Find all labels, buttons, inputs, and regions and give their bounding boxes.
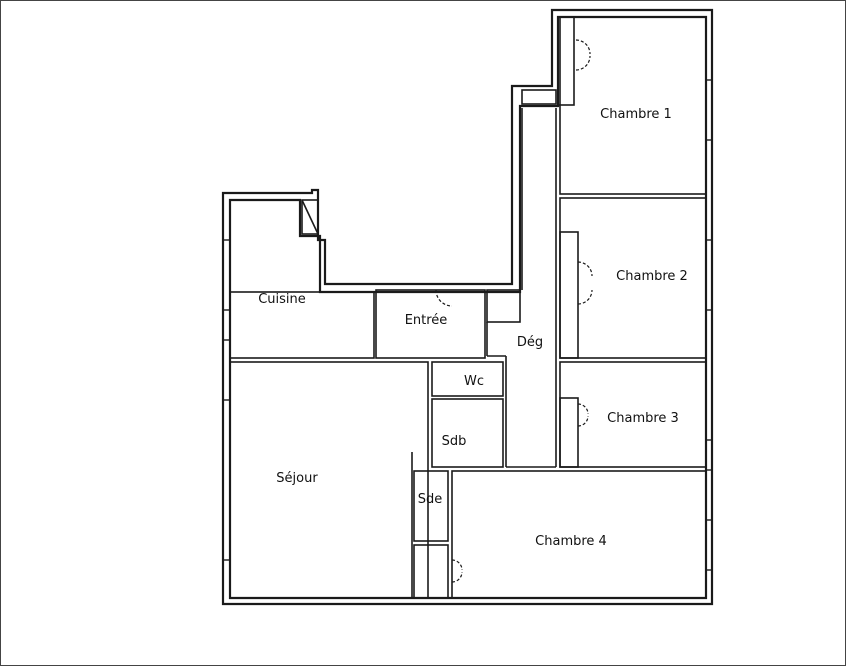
door-swings [435,39,593,583]
room-label-chambre2: Chambre 2 [616,269,688,284]
room-label-deg: Dég [517,335,543,350]
room-label-wc: Wc [464,374,484,389]
room-label-chambre1: Chambre 1 [600,107,672,122]
room-label-sdb: Sdb [442,434,467,449]
room-label-sejour: Séjour [276,471,318,486]
outer-walls [221,8,714,606]
room-label-entree: Entrée [405,313,448,328]
room-label-chambre4: Chambre 4 [535,534,607,549]
room-label-cuisine: Cuisine [258,292,306,307]
windows [223,79,712,571]
room-label-chambre3: Chambre 3 [607,411,679,426]
room-label-sde: Sde [418,492,443,507]
interior-walls [229,16,707,599]
